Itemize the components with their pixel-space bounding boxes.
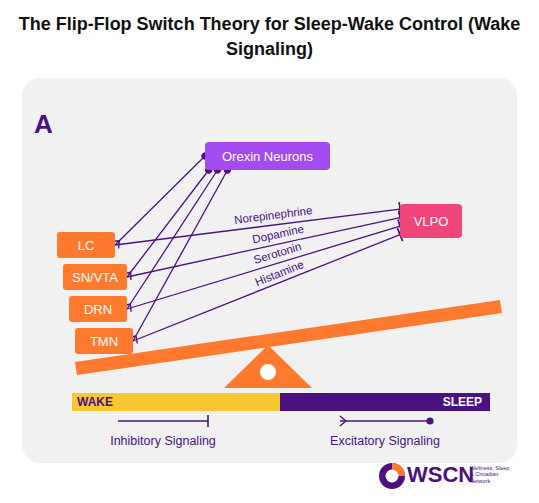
sleep-band: SLEEP — [280, 393, 490, 411]
title: The Flip-Flop Switch Theory for Sleep-Wa… — [0, 12, 539, 62]
excitatory-connector — [127, 170, 218, 309]
inhibitory-connector — [133, 235, 400, 341]
legend-text: Inhibitory Signaling — [110, 434, 216, 448]
wake-band: WAKE — [72, 393, 280, 411]
nucleus-box: LC — [57, 232, 115, 258]
legend-entry: Inhibitory Signaling — [83, 431, 243, 449]
legend-entry: Excitatory Signaling — [305, 431, 465, 449]
legend-text: Excitatory Signaling — [330, 434, 440, 448]
excitatory-fork — [340, 416, 346, 426]
fulcrum-hole — [260, 364, 276, 380]
logo-ring — [379, 463, 405, 489]
excitatory-connector — [133, 170, 228, 341]
nucleus-box: SN/VTA — [63, 264, 127, 290]
inhibitory-bar — [207, 415, 209, 427]
node-text: SN/VTA — [72, 270, 118, 285]
excitatory-connector — [115, 156, 205, 245]
excitatory-connector — [127, 170, 209, 277]
seesaw-beam — [75, 300, 502, 375]
fulcrum — [224, 345, 312, 388]
node-text: WAKE — [77, 395, 113, 409]
node-text: LC — [78, 238, 95, 253]
target-box: VLPO — [400, 204, 462, 238]
node-text: Orexin Neurons — [222, 149, 313, 164]
inhibitory-sample — [118, 420, 208, 421]
node-text: DRN — [84, 302, 112, 317]
nucleus-box: TMN — [75, 328, 133, 354]
panel — [22, 78, 517, 463]
logo-tagline: Wellness, Sleep & Circadian Network — [470, 465, 514, 484]
logo-wordmark: WSCN — [407, 462, 474, 487]
logo-center — [386, 470, 399, 483]
neuron-group-box: Orexin Neurons — [205, 142, 330, 170]
nucleus-box: DRN — [69, 296, 127, 322]
excitatory-sample — [340, 420, 428, 421]
excitatory-dot — [426, 417, 433, 424]
node-text: SLEEP — [443, 395, 482, 409]
node-text: TMN — [90, 334, 118, 349]
node-text: VLPO — [414, 214, 449, 229]
panel-letter: A — [34, 110, 53, 140]
